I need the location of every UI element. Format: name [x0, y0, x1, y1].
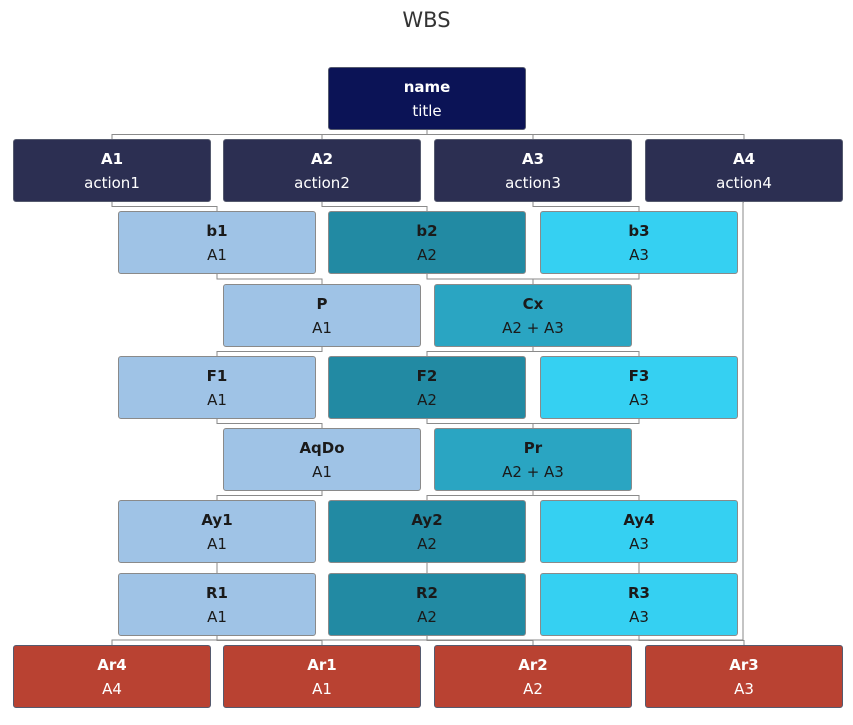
node-title: A2: [523, 679, 543, 698]
node-title: A2 + A3: [502, 318, 564, 337]
connector-r3-ar3: [638, 636, 745, 645]
node-title: title: [412, 101, 442, 120]
node-f3[interactable]: F3 A3: [540, 356, 738, 419]
node-name: Ar3: [729, 655, 759, 674]
node-b2[interactable]: b2 A2: [328, 211, 526, 274]
node-ay4[interactable]: Ay4 A3: [540, 500, 738, 563]
connector-cx-f3: [532, 347, 640, 356]
node-name: R1: [206, 583, 228, 602]
node-cx[interactable]: Cx A2 + A3: [434, 284, 632, 347]
connector-r2-ar2: [426, 636, 534, 645]
node-title: action1: [84, 173, 140, 192]
node-title: A1: [207, 534, 227, 553]
node-name: Ay2: [411, 510, 443, 529]
node-name: Ay1: [201, 510, 233, 529]
connector-root-a2: [321, 130, 428, 139]
node-root[interactable]: name title: [328, 67, 526, 130]
node-name: Ar1: [307, 655, 337, 674]
node-title: A2: [417, 245, 437, 264]
node-r1[interactable]: R1 A1: [118, 573, 316, 636]
node-title: A1: [207, 390, 227, 409]
node-name: Ar4: [97, 655, 127, 674]
node-name: Cx: [522, 294, 544, 313]
connector-cx-f2: [426, 347, 534, 356]
connector-f1-aqdo: [216, 419, 323, 428]
node-b3[interactable]: b3 A3: [540, 211, 738, 274]
node-name: b3: [628, 221, 650, 240]
node-name: F3: [628, 366, 650, 385]
connector-b3-cx: [532, 274, 640, 284]
connector-f3-pr: [532, 419, 640, 428]
node-name: name: [403, 77, 451, 96]
connector-p-f1: [216, 347, 323, 356]
connector-pr-ay4: [532, 491, 640, 500]
connector-a3-b3: [532, 202, 640, 211]
node-r2[interactable]: R2 A2: [328, 573, 526, 636]
node-ar3[interactable]: Ar3 A3: [645, 645, 843, 708]
connector-aqdo-ay1: [216, 491, 323, 500]
node-a1[interactable]: A1 action1: [13, 139, 211, 202]
node-title: A3: [629, 245, 649, 264]
node-title: A2: [417, 534, 437, 553]
node-title: A3: [629, 607, 649, 626]
node-name: b1: [206, 221, 228, 240]
node-title: action4: [716, 173, 772, 192]
node-title: A2: [417, 607, 437, 626]
node-title: A4: [102, 679, 122, 698]
node-title: A2 + A3: [502, 462, 564, 481]
node-a3[interactable]: A3 action3: [434, 139, 632, 202]
node-a2[interactable]: A2 action2: [223, 139, 421, 202]
connector-f2-pr: [426, 419, 534, 428]
node-name: R2: [416, 583, 438, 602]
node-title: A1: [312, 318, 332, 337]
node-name: P: [316, 294, 328, 313]
node-ay2[interactable]: Ay2 A2: [328, 500, 526, 563]
node-name: b2: [416, 221, 438, 240]
node-f1[interactable]: F1 A1: [118, 356, 316, 419]
node-title: A3: [629, 534, 649, 553]
node-title: action2: [294, 173, 350, 192]
node-title: A1: [312, 679, 332, 698]
connector-root-a4: [426, 130, 745, 139]
node-r3[interactable]: R3 A3: [540, 573, 738, 636]
connector-b1-p: [216, 274, 323, 284]
connector-a1-b1: [111, 202, 218, 211]
node-title: A3: [734, 679, 754, 698]
node-title: action3: [505, 173, 561, 192]
node-pr[interactable]: Pr A2 + A3: [434, 428, 632, 491]
node-aqdo[interactable]: AqDo A1: [223, 428, 421, 491]
node-title: A3: [629, 390, 649, 409]
node-title: A1: [207, 245, 227, 264]
node-name: R3: [628, 583, 650, 602]
node-title: A1: [312, 462, 332, 481]
node-name: F1: [206, 366, 228, 385]
node-name: Ar2: [518, 655, 548, 674]
node-name: A4: [732, 149, 756, 168]
node-name: A1: [100, 149, 124, 168]
node-ar4[interactable]: Ar4 A4: [13, 645, 211, 708]
node-title: A2: [417, 390, 437, 409]
node-p[interactable]: P A1: [223, 284, 421, 347]
connector-b2-cx: [426, 274, 534, 284]
node-name: A2: [310, 149, 334, 168]
connector-r1-ar1: [216, 636, 323, 645]
connector-a2-b2: [321, 202, 428, 211]
node-f2[interactable]: F2 A2: [328, 356, 526, 419]
node-name: AqDo: [299, 438, 345, 457]
node-b1[interactable]: b1 A1: [118, 211, 316, 274]
node-name: Ay4: [623, 510, 655, 529]
node-name: Pr: [523, 438, 543, 457]
node-name: F2: [416, 366, 438, 385]
node-a4[interactable]: A4 action4: [645, 139, 843, 202]
diagram-title: WBS: [402, 8, 451, 32]
node-ay1[interactable]: Ay1 A1: [118, 500, 316, 563]
node-ar1[interactable]: Ar1 A1: [223, 645, 421, 708]
node-title: A1: [207, 607, 227, 626]
node-ar2[interactable]: Ar2 A2: [434, 645, 632, 708]
connector-pr-ay2: [426, 491, 534, 500]
node-name: A3: [521, 149, 545, 168]
